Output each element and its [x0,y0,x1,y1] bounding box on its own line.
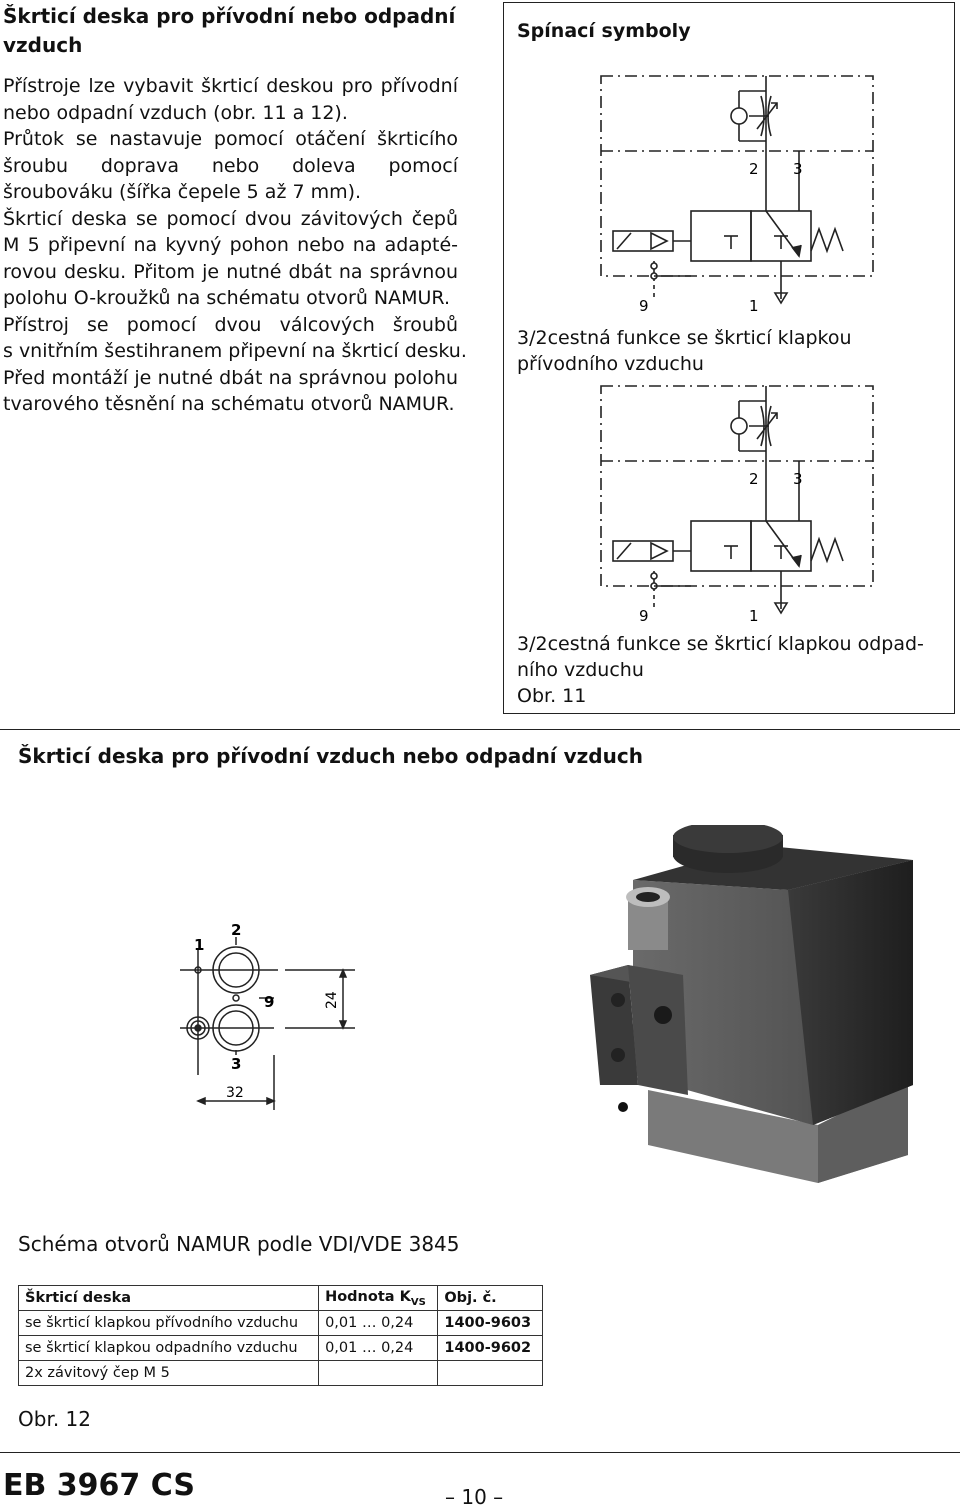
paragraph-line: tvarového těsnění na schématu otvorů NAM… [3,393,455,415]
namur-label: 3 [231,1055,241,1073]
table-row: 2x závitový čep M 5 [17,1360,543,1386]
table-header: Obj. č. [437,1285,543,1311]
caption-line: přívodního vzduchu [517,353,704,375]
figure-label: Obr. 11 [517,685,587,707]
table-cell: se škrticí klapkou přívodního vzduchu [17,1310,320,1336]
port-label: 1 [749,607,759,625]
section-heading: Škrticí deska pro přívodní nebo odpadní … [3,2,473,60]
paragraph-line: Přístroj se pomocí dvou válcových šroubů [3,313,458,336]
table-header-row: Škrticí deska Hodnota KVS Obj. č. [17,1285,543,1311]
namur-label: 24 [324,991,340,1009]
paragraph-line: Škrticí deska se pomocí dvou závitových … [3,207,458,230]
heading-line: vzduch [3,33,83,57]
throttle-plate-device-photo [590,825,913,1183]
table-cell [437,1360,543,1386]
port-label: 3 [793,470,803,488]
table-cell: 1400-9603 [437,1310,543,1336]
paragraph-line: šroubováku (šířka čepele 5 až 7 mm). [3,181,362,203]
paragraph-line: nebo odpadní vzduch (obr. 11 a 12). [3,101,348,124]
switching-symbols-box: Spínací symboly [503,2,955,714]
figure-label-12: Obr. 12 [18,1407,91,1431]
paragraph-line: rovou desku. Přitom je nutné dbát na spr… [3,260,458,283]
document-id: EB 3967 CS [3,1468,195,1503]
table-cell: 1400-9602 [437,1335,543,1361]
paragraph-line: Před montáží je nutné dbát na správnou p… [3,366,458,389]
caption-exhaust-air: 3/2cestná funkce se škrticí klapkou odpa… [517,631,924,709]
footer-divider [0,1452,960,1453]
table-cell: se škrticí klapkou odpadního vzduchu [17,1335,320,1361]
table-cell [318,1360,439,1386]
switching-symbols-title: Spínací symboly [517,20,691,42]
caption-line: ního vzduchu [517,659,644,681]
port-label: 2 [749,160,759,178]
page-number: – 10 – [445,1485,504,1509]
paragraph-line: s vnitřním šestihranem připevní na škrti… [3,340,467,362]
table-header: Hodnota K [325,1288,411,1305]
table-cell: 0,01 … 0,24 [318,1335,439,1361]
valve-symbol-supply-air: 2 3 9 1 [600,75,874,315]
schema-caption: Schéma otvorů NAMUR podle VDI/VDE 3845 [18,1232,460,1256]
paragraph-line: šroubu doprava nebo doleva pomocí [3,154,458,177]
caption-supply-air: 3/2cestná funkce se škrticí klapkou přív… [517,325,852,377]
table-header: Škrticí deska [17,1285,320,1311]
section-divider [0,729,960,730]
throttle-plate-table: Škrticí deska Hodnota KVS Obj. č. se škr… [17,1285,543,1386]
port-label: 2 [749,470,759,488]
namur-label: 1 [194,936,204,954]
section2-heading: Škrticí deska pro přívodní vzduch nebo o… [18,744,643,768]
table-header-kvs: Hodnota KVS [318,1285,439,1311]
port-label: 9 [639,607,649,625]
namur-label: 32 [226,1085,244,1101]
valve-symbol-exhaust-air: 2 3 9 1 [600,385,874,625]
namur-hole-pattern: 1 2 9 24 3 32 [180,921,355,1110]
table-cell: 0,01 … 0,24 [318,1310,439,1336]
caption-line: 3/2cestná funkce se škrticí klapkou odpa… [517,633,924,655]
paragraph-line: Průtok se nastavuje pomocí otáčení škrti… [3,128,458,150]
caption-line: 3/2cestná funkce se škrticí klapkou [517,327,852,349]
namur-label: 2 [231,921,241,939]
paragraph-line: M 5 připevní na kyvný pohon nebo na adap… [3,234,458,256]
port-label: 1 [749,297,759,315]
paragraph-line: polohu O-kroužků na schématu otvorů NAMU… [3,287,450,309]
table-row: se škrticí klapkou odpadního vzduchu 0,0… [17,1335,543,1361]
port-label: 9 [639,297,649,315]
table-cell: 2x závitový čep M 5 [17,1360,320,1386]
heading-line: Škrticí deska pro přívodní nebo odpadní [3,4,456,28]
table-row: se škrticí klapkou přívodního vzduchu 0,… [17,1310,543,1336]
intro-paragraph: Přístroje lze vybavit škrticí deskou pro… [3,73,467,418]
port-label: 3 [793,160,803,178]
paragraph-line: Přístroje lze vybavit škrticí deskou pro… [3,75,458,97]
table-header-subscript: VS [410,1296,426,1308]
namur-label: 9 [264,993,274,1011]
